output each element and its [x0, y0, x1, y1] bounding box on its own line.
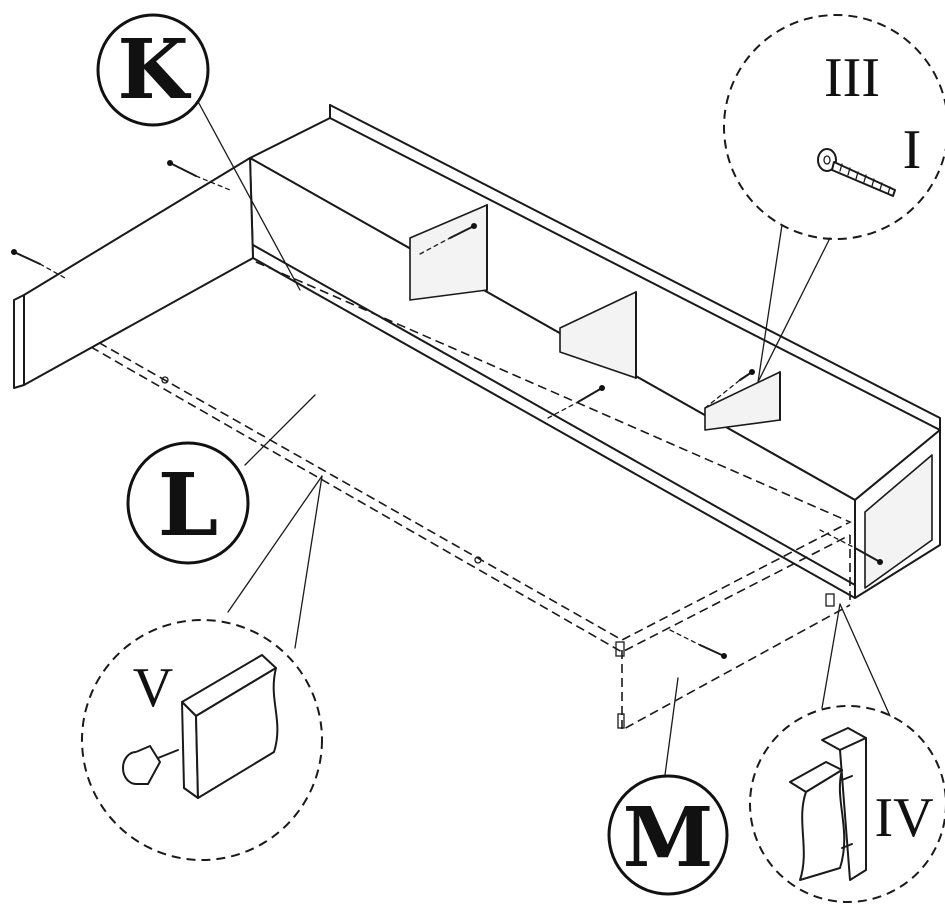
dowel-joint-label: IV	[874, 787, 933, 849]
hex-key-icon	[786, 40, 828, 126]
screw-icon	[819, 529, 883, 565]
screw-icon	[704, 369, 755, 409]
foot-pad-label: V	[133, 657, 173, 719]
hex-key-label: III	[824, 47, 880, 109]
screw-icon	[547, 385, 605, 419]
label-m: M	[607, 774, 729, 896]
screw-icon	[11, 249, 66, 279]
back-cabinet-unit	[249, 104, 941, 599]
screw-icon	[817, 148, 896, 197]
detail-foot-pad: V	[81, 619, 323, 861]
screws	[11, 160, 883, 659]
panel-m-outline	[615, 535, 851, 732]
screw-icon	[669, 629, 727, 659]
screw-icon	[419, 223, 477, 255]
left-side-panel	[13, 157, 254, 389]
detail-screw-hex-key: III I	[723, 14, 945, 240]
screw-icon	[167, 160, 231, 191]
foot-pad-icon	[122, 745, 179, 785]
leader-lines	[194, 95, 891, 776]
screw-label: I	[903, 119, 922, 181]
label-k-text: K	[117, 22, 191, 118]
foot-block-icon	[181, 654, 279, 799]
dowel-joint-icon	[789, 727, 867, 881]
detail-dowel-joint: IV	[749, 705, 945, 903]
label-m-text: M	[623, 790, 714, 886]
label-l-text: L	[158, 455, 218, 556]
label-l: L	[126, 441, 250, 565]
label-k: K	[96, 13, 210, 127]
